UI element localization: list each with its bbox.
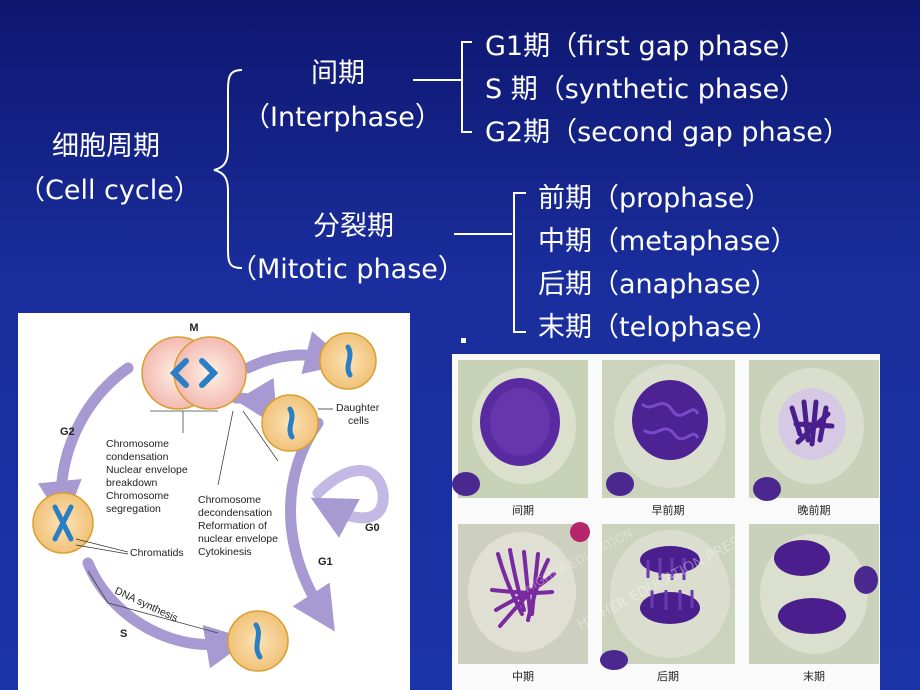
mitotic-bracket — [513, 192, 526, 333]
g2-cell — [32, 492, 94, 554]
anaphase-item: 后期（anaphase） — [538, 269, 778, 300]
interphase-en: （Interphase） — [243, 102, 442, 133]
prophase-item: 前期（prophase） — [538, 183, 772, 214]
g0-label: G0 — [365, 522, 380, 534]
main-brace — [213, 69, 243, 269]
root-en: （Cell cycle） — [18, 175, 201, 206]
caption-late-prophase: 晚前期 — [797, 504, 831, 517]
root-cn: 细胞周期 — [52, 131, 160, 162]
s-label: S — [120, 628, 127, 640]
interphase-cn: 间期 — [311, 58, 365, 89]
g2-item: G2期（second gap phase） — [485, 117, 850, 148]
metaphase-micrograph — [468, 522, 590, 652]
right-note-5: Cytokinesis — [198, 546, 252, 558]
anaphase-micrograph — [600, 530, 730, 670]
left-note-4: breakdown — [106, 477, 158, 489]
daughter-label-2: cells — [348, 415, 369, 427]
caption-anaphase: 后期 — [657, 670, 679, 683]
telophase-item: 末期（telophase） — [538, 312, 779, 343]
s-cell — [227, 610, 289, 672]
s-item: S 期（synthetic phase） — [485, 74, 807, 105]
caption-telophase: 末期 — [803, 670, 825, 683]
right-note-2: decondensation — [198, 507, 272, 519]
m-label: M — [189, 322, 198, 334]
late-prophase-micrograph — [753, 368, 864, 501]
mitotic-cn: 分裂期 — [313, 211, 394, 242]
metaphase-item: 中期（metaphase） — [538, 226, 798, 257]
right-note-3: Reformation of — [198, 520, 267, 532]
g1-item: G1期（first gap phase） — [485, 31, 807, 62]
cycle-svg: M Daughter cells G2 — [32, 322, 389, 672]
caption-interphase: 间期 — [512, 504, 534, 517]
left-note-3: Nuclear envelope — [106, 464, 188, 476]
cell-cycle-diagram: M Daughter cells G2 — [18, 313, 410, 690]
left-note-6: segregation — [106, 503, 161, 515]
caption-metaphase: 中期 — [512, 670, 534, 683]
early-prophase-micrograph — [606, 364, 726, 496]
daughter-cell-top — [319, 332, 377, 390]
daughter-label-1: Daughter — [336, 402, 380, 414]
micrograph-svg: HIGHER EDUCATION PRESS HIGHER EDUCATION — [452, 360, 879, 670]
mitotic-en: （Mitotic phase） — [230, 254, 465, 285]
m-cell — [141, 336, 247, 410]
g2-label: G2 — [60, 426, 75, 438]
telophase-micrograph — [760, 534, 878, 654]
interphase-micrograph — [452, 368, 576, 496]
g1-label: G1 — [318, 556, 333, 568]
right-note-4: nuclear envelope — [198, 533, 278, 545]
interphase-bracket — [461, 41, 472, 133]
right-note-1: Chromosome — [198, 494, 261, 506]
left-note-5: Chromosome — [106, 490, 169, 502]
left-note-1: Chromosome — [106, 438, 169, 450]
micrograph-panel: HIGHER EDUCATION PRESS HIGHER EDUCATION … — [452, 354, 880, 690]
caption-early-prophase: 早前期 — [651, 504, 685, 517]
chromatids-label: Chromatids — [130, 547, 184, 559]
left-note-2: condensation — [106, 451, 169, 463]
daughter-cell-bottom — [261, 394, 319, 452]
